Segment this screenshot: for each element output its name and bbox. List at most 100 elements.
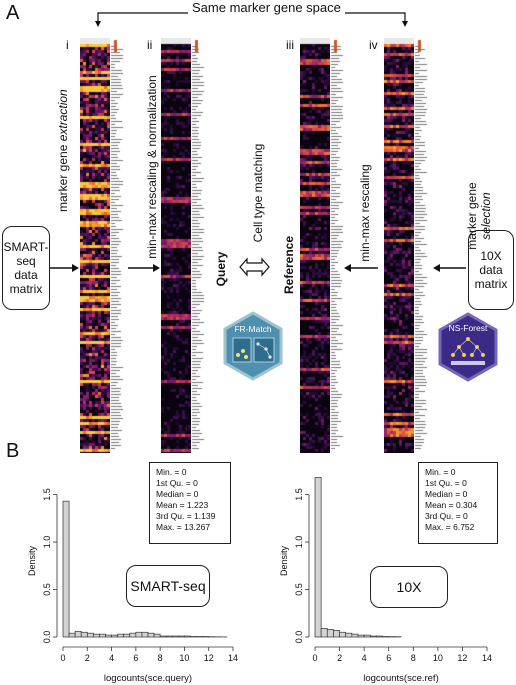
label-extraction: marker gene extraction bbox=[56, 89, 70, 212]
histogram-bar bbox=[117, 633, 125, 638]
x-tick-label: 14 bbox=[482, 653, 492, 663]
x-tick-label: 2 bbox=[337, 653, 342, 663]
histogram-bar bbox=[345, 632, 353, 638]
tenx-data-box: 10X data matrix bbox=[468, 230, 514, 310]
stat-mean: Mean = 0.304 bbox=[425, 500, 478, 510]
stat-min: Min. = 0 bbox=[425, 467, 456, 477]
histogram-bar bbox=[363, 634, 371, 638]
histogram-bar bbox=[129, 632, 137, 638]
smartseq-data-box: SMART-seq data matrix bbox=[2, 226, 50, 310]
sample-label-10x: 10X bbox=[370, 566, 448, 608]
y-tick-label: 1.0 bbox=[294, 536, 304, 549]
histogram-bar bbox=[93, 633, 100, 638]
histogram-bar bbox=[357, 634, 365, 638]
numeral-iii: iii bbox=[286, 38, 294, 52]
stats-box-query: Min. = 0 1st Qu. = 0 Median = 0 Mean = 1… bbox=[149, 462, 231, 544]
histogram-bar bbox=[135, 631, 143, 638]
gene-labels-ii bbox=[191, 38, 207, 453]
histogram-bar bbox=[159, 635, 167, 638]
heatmap-i bbox=[80, 38, 110, 453]
x-tick-label: 10 bbox=[433, 653, 443, 663]
x-tick-label: 0 bbox=[312, 653, 317, 663]
y-axis-label: Density bbox=[279, 545, 289, 576]
histogram-bar bbox=[171, 635, 179, 638]
histogram-bar bbox=[147, 632, 155, 638]
x-tick-label: 6 bbox=[133, 653, 138, 663]
histogram-bar bbox=[339, 631, 347, 638]
x-tick-label: 6 bbox=[386, 653, 391, 663]
histogram-bar bbox=[333, 630, 340, 638]
frmatch-badge bbox=[223, 311, 283, 381]
histogram-bar bbox=[153, 633, 161, 638]
histogram-bar bbox=[351, 633, 359, 638]
y-tick-label: 0.0 bbox=[294, 631, 304, 644]
label-rescale-normalization: min-max rescaling & normalization bbox=[145, 75, 159, 259]
label-reference: Reference bbox=[282, 235, 296, 295]
histogram-bar bbox=[184, 635, 191, 638]
x-tick-label: 14 bbox=[228, 653, 238, 663]
y-tick-label: 1.5 bbox=[42, 488, 52, 501]
numeral-ii: ii bbox=[147, 38, 153, 52]
x-tick-label: 12 bbox=[204, 653, 214, 663]
histogram-bar bbox=[99, 633, 106, 638]
heatmap-ii bbox=[161, 38, 191, 453]
nsforest-badge bbox=[438, 312, 498, 382]
histogram-bar bbox=[326, 629, 334, 638]
top-label: Same marker gene space bbox=[188, 0, 345, 15]
y-tick-label: 0.5 bbox=[294, 583, 304, 596]
stat-median: Median = 0 bbox=[156, 489, 199, 499]
histogram-bar bbox=[80, 631, 88, 638]
x-tick-label: 12 bbox=[457, 653, 467, 663]
y-tick-label: 0.5 bbox=[42, 583, 52, 596]
x-tick-label: 8 bbox=[158, 653, 163, 663]
nsforest-badge-label: NS-Forest bbox=[448, 323, 488, 333]
stat-q3: 3rd Qu. = 0 bbox=[425, 511, 468, 521]
stat-q1: 1st Qu. = 0 bbox=[156, 478, 198, 488]
y-tick-label: 1.0 bbox=[42, 536, 52, 549]
panel-a-letter: A bbox=[6, 2, 20, 24]
label-cell-type-matching: Cell type matching bbox=[251, 143, 265, 243]
histogram-bar bbox=[320, 628, 328, 638]
label-query: Query bbox=[214, 251, 228, 287]
stat-mean: Mean = 1.223 bbox=[156, 500, 209, 510]
x-axis-label: logcounts(sce.query) bbox=[104, 673, 192, 684]
gene-labels-iii bbox=[330, 38, 346, 453]
histogram-bar bbox=[165, 635, 173, 638]
stat-q1: 1st Qu. = 0 bbox=[425, 478, 467, 488]
stat-median: Median = 0 bbox=[425, 489, 468, 499]
heatmap-iv bbox=[384, 38, 414, 453]
x-tick-label: 4 bbox=[109, 653, 114, 663]
stat-q3: 3rd Qu. = 1.139 bbox=[156, 511, 216, 521]
histogram-bar bbox=[74, 630, 82, 638]
x-tick-label: 2 bbox=[85, 653, 90, 663]
x-tick-label: 0 bbox=[60, 653, 65, 663]
histogram-bar bbox=[111, 634, 118, 638]
histogram-bar bbox=[123, 633, 131, 638]
gene-labels-iv bbox=[414, 38, 430, 453]
stat-min: Min. = 0 bbox=[156, 467, 187, 477]
x-axis-label: logcounts(sce.ref) bbox=[363, 673, 439, 684]
stats-box-ref: Min. = 0 1st Qu. = 0 Median = 0 Mean = 0… bbox=[418, 462, 498, 544]
histogram-bar bbox=[68, 632, 76, 638]
histogram-charts: 0 2 4 6 8 10 12 14 0.0 0.5 1.0 1.5 logcounts(sce.que… bbox=[27, 477, 492, 684]
x-tick-label: 8 bbox=[411, 653, 416, 663]
panel-b-letter: B bbox=[6, 440, 20, 462]
sample-label-smartseq: SMART-seq bbox=[126, 565, 210, 607]
label-rescale: min-max rescaling bbox=[358, 164, 372, 262]
histogram-bar bbox=[369, 635, 377, 638]
gene-labels-i bbox=[110, 38, 126, 453]
histogram-bar bbox=[86, 632, 94, 638]
stat-max: Max. = 6.752 bbox=[425, 522, 475, 532]
x-tick-label: 10 bbox=[179, 653, 189, 663]
histogram-bar bbox=[105, 634, 112, 638]
histogram-bar bbox=[178, 635, 185, 638]
histogram-bar bbox=[376, 635, 383, 638]
y-axis-label: Density bbox=[27, 545, 37, 576]
flow-arrows bbox=[50, 257, 466, 277]
histogram-bar bbox=[62, 500, 70, 638]
y-tick-label: 1.5 bbox=[294, 488, 304, 501]
numeral-i: i bbox=[66, 38, 69, 52]
heatmap-iii bbox=[300, 38, 330, 453]
histogram-bar bbox=[141, 631, 149, 638]
